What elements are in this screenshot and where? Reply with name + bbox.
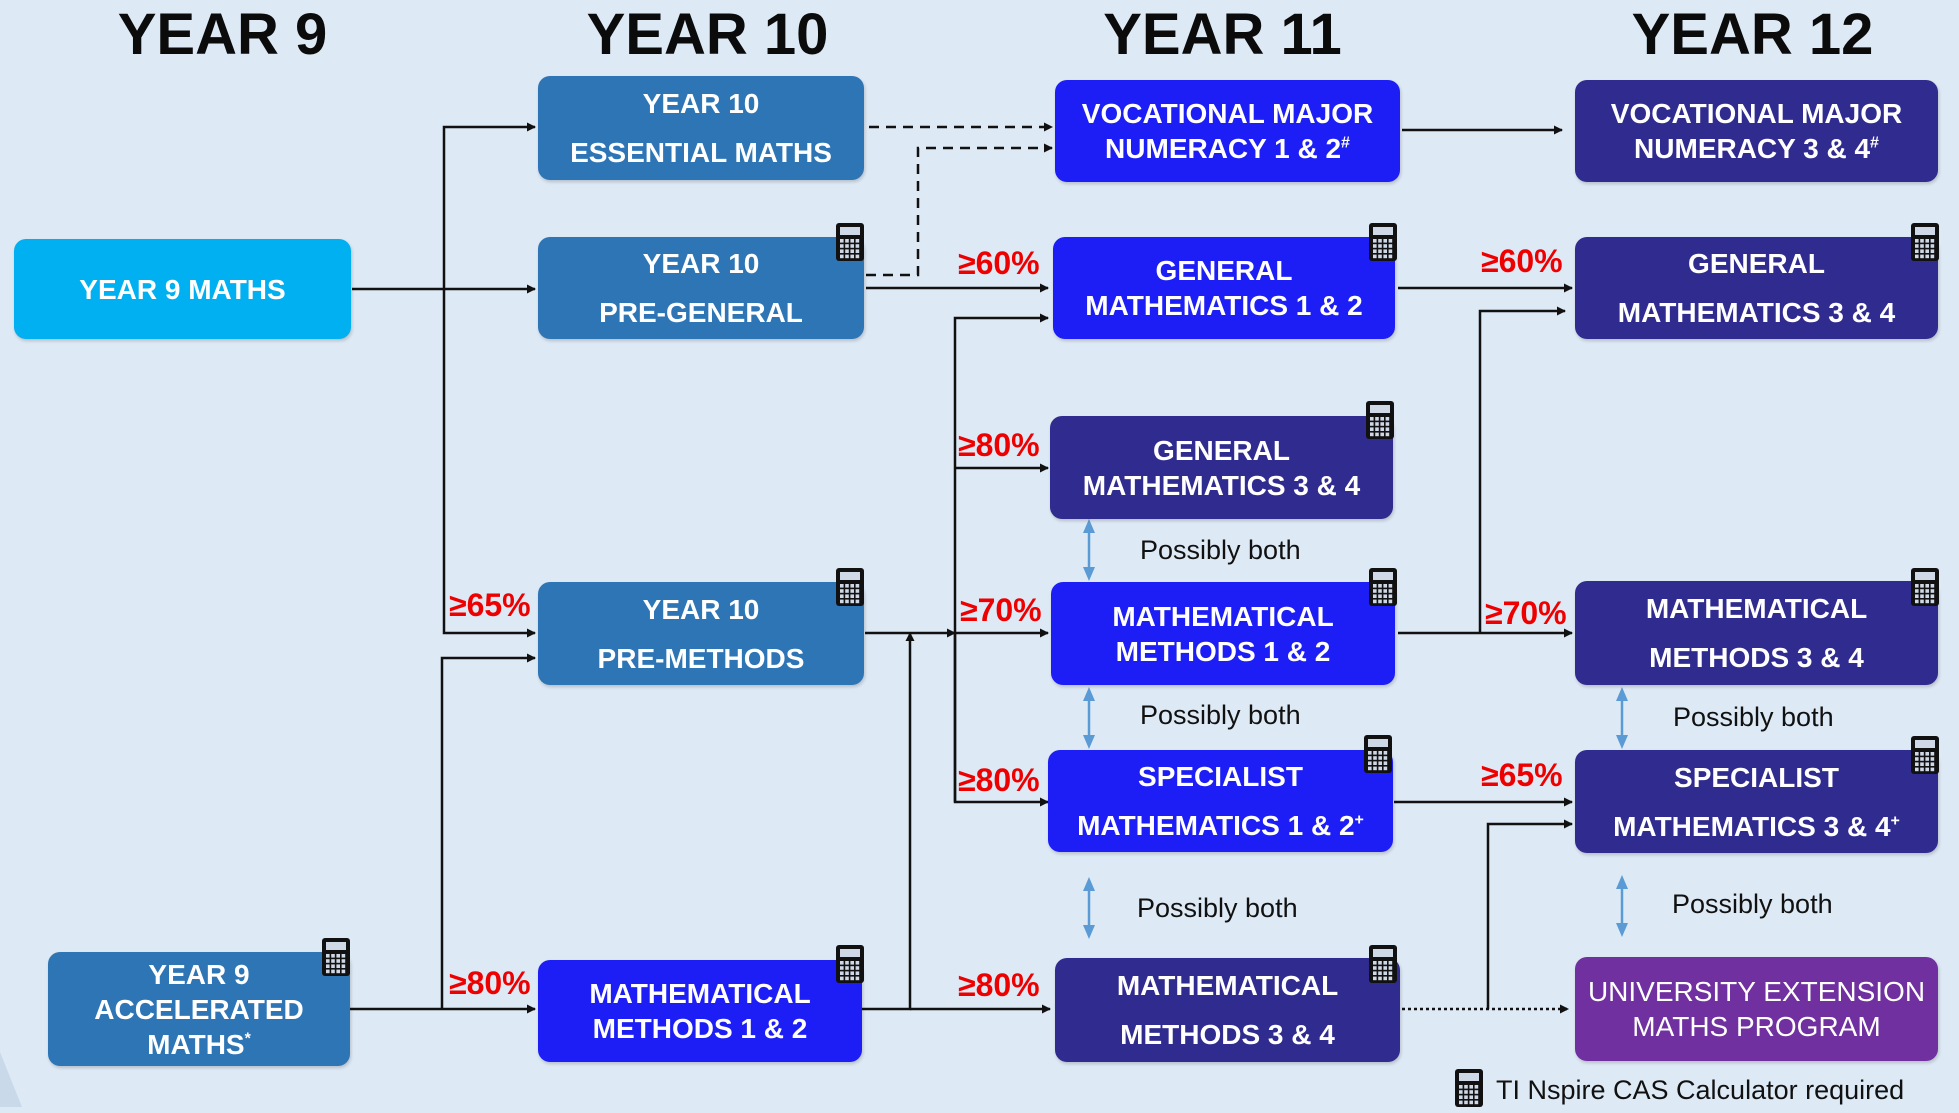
year9-header: YEAR 9 (117, 2, 328, 67)
threshold-label: ≥80% (958, 967, 1040, 1003)
box-label: GENERAL (1155, 255, 1293, 286)
y12-vocational-numeracy-box: VOCATIONAL MAJOR NUMERACY 3 & 4# (1575, 80, 1938, 182)
threshold-label: ≥65% (449, 587, 531, 623)
footnote-mark: # (1341, 134, 1350, 152)
footnote-mark: + (1354, 811, 1364, 829)
footnote-mark: + (1890, 812, 1900, 830)
y10-pre-general-box: YEAR 10 PRE-GENERAL (538, 237, 864, 339)
footnote-mark: * (244, 1030, 251, 1048)
box-label: MATHEMATICS 1 & 2 (1077, 810, 1355, 841)
year12-header: YEAR 12 (1631, 2, 1874, 67)
box-label: MATHEMATICS 3 & 4 (1613, 810, 1891, 842)
calculator-icon (1910, 222, 1940, 262)
year10-header: YEAR 10 (586, 2, 829, 67)
box-label: NUMERACY 3 & 4 (1634, 133, 1871, 164)
possibly-both-note: Possibly both (1137, 893, 1298, 923)
y11-vocational-numeracy-box: VOCATIONAL MAJOR NUMERACY 1 & 2# (1055, 80, 1400, 182)
box-label: MATHEMATICS 1 & 2 (1085, 290, 1363, 321)
box-label: VOCATIONAL MAJOR (1081, 98, 1374, 129)
possibly-both-note: Possibly both (1140, 535, 1301, 565)
footnote-mark: # (1870, 134, 1879, 152)
calculator-icon (1454, 1068, 1484, 1108)
y10-pre-methods-box: YEAR 10 PRE-METHODS (538, 582, 864, 685)
threshold-label: ≥60% (1481, 243, 1563, 279)
box-label: METHODS 1 & 2 (592, 1013, 808, 1044)
corner-decoration (0, 1052, 22, 1107)
threshold-label: ≥80% (958, 427, 1040, 463)
box-label: MATHEMATICAL (1116, 970, 1339, 1001)
arrow-methods12-up (862, 632, 915, 1011)
y12-specialist-34-box: SPECIALIST MATHEMATICS 3 & 4+ (1575, 750, 1938, 853)
calculator-icon (835, 222, 865, 262)
y11-methods-12-box: MATHEMATICAL METHODS 1 & 2 (1051, 582, 1395, 685)
calculator-icon (1910, 735, 1940, 775)
arrow-methods12-to-general34-y12 (1478, 306, 1566, 633)
possibly-both-note: Possibly both (1672, 889, 1833, 919)
possibly-both-note: Possibly both (1140, 700, 1301, 730)
calculator-icon (835, 567, 865, 607)
box-label: MATHEMATICS 3 & 4 (1082, 469, 1361, 501)
box-label: SPECIALIST (1674, 761, 1839, 793)
threshold-label: ≥65% (1481, 757, 1563, 793)
box-label: METHODS 3 & 4 (1120, 1019, 1335, 1050)
box-label: YEAR 9 ACCELERATED (94, 958, 304, 1025)
arrow-methods34-to-specialist34 (1486, 819, 1573, 1009)
box-label: MATHEMATICAL (589, 978, 811, 1009)
y11-general-maths-34-box: GENERAL MATHEMATICS 3 & 4 (1050, 416, 1393, 519)
threshold-label: ≥70% (1485, 595, 1567, 631)
y12-methods-34-box: MATHEMATICAL METHODS 3 & 4 (1575, 581, 1938, 685)
box-label: YEAR 10 (642, 248, 760, 279)
box-label: ESSENTIAL MATHS (570, 137, 832, 168)
calculator-icon (1368, 222, 1398, 262)
threshold-label: ≥80% (449, 965, 531, 1001)
box-label: GENERAL (1688, 248, 1825, 279)
box-label: GENERAL (1153, 434, 1290, 466)
threshold-label: ≥70% (960, 592, 1042, 628)
possibly-both-note: Possibly both (1673, 702, 1834, 732)
y12-general-maths-34-box: GENERAL MATHEMATICS 3 & 4 (1575, 237, 1938, 339)
calculator-icon (321, 937, 351, 977)
box-label: METHODS 1 & 2 (1115, 635, 1331, 667)
box-label: VOCATIONAL MAJOR (1610, 98, 1903, 129)
calculator-icon (1368, 944, 1398, 984)
year9-accelerated-box: YEAR 9 ACCELERATED MATHS* (48, 952, 350, 1066)
y10-essential-maths-box: YEAR 10 ESSENTIAL MATHS (538, 76, 864, 180)
arrow-accel-to-premethods (440, 653, 536, 1009)
arrow-y9-to-premethods (442, 289, 536, 638)
calculator-icon (835, 944, 865, 984)
box-label: YEAR 9 MATHS (79, 273, 286, 305)
box-label: MATHEMATICS 3 & 4 (1617, 297, 1896, 328)
box-label: MATHEMATICAL (1112, 600, 1334, 632)
year11-header: YEAR 11 (1103, 2, 1342, 67)
box-label: YEAR 10 (642, 593, 760, 625)
box-label: MATHEMATICAL (1645, 593, 1868, 624)
box-label: YEAR 10 (642, 88, 760, 119)
threshold-label: ≥80% (958, 762, 1040, 798)
box-label: MATHS (147, 1028, 245, 1060)
y11-methods-34-box: MATHEMATICAL METHODS 3 & 4 (1055, 958, 1400, 1062)
calculator-icon (1365, 400, 1395, 440)
calculator-legend: TI Nspire CAS Calculator required (1496, 1075, 1905, 1105)
arrow-spine-to-general12 (953, 313, 1049, 802)
box-label: MATHS PROGRAM (1632, 1011, 1881, 1042)
box-label: METHODS 3 & 4 (1649, 642, 1864, 673)
calculator-icon (1910, 567, 1940, 607)
box-label: SPECIALIST (1138, 761, 1303, 792)
calculator-icon (1368, 567, 1398, 607)
box-label: PRE-GENERAL (599, 297, 803, 328)
y12-university-extension-box: UNIVERSITY EXTENSION MATHS PROGRAM (1575, 957, 1938, 1061)
y10-mathematical-methods-box: MATHEMATICAL METHODS 1 & 2 (538, 960, 862, 1062)
box-label: NUMERACY 1 & 2 (1105, 133, 1342, 164)
year9-maths-box: YEAR 9 MATHS (14, 239, 351, 339)
y11-specialist-12-box: SPECIALIST MATHEMATICS 1 & 2+ (1048, 750, 1393, 852)
threshold-label: ≥60% (958, 245, 1040, 281)
calculator-icon (1363, 734, 1393, 774)
y11-general-maths-12-box: GENERAL MATHEMATICS 1 & 2 (1053, 237, 1395, 339)
box-label: PRE-METHODS (597, 642, 805, 674)
arrow-y9-to-essential (352, 122, 536, 291)
box-label: UNIVERSITY EXTENSION (1587, 976, 1926, 1007)
